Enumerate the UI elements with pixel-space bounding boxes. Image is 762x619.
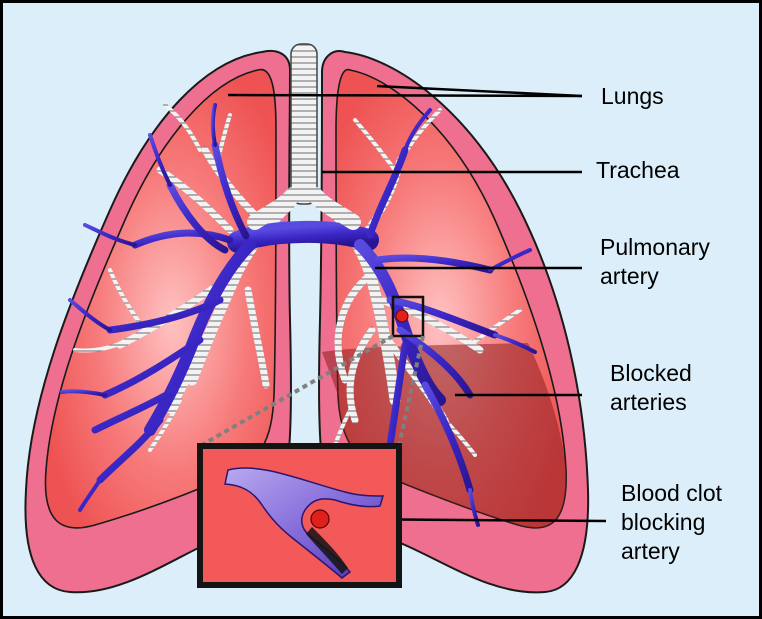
inset-blood-clot	[311, 510, 329, 528]
label-clot-line-3: artery	[621, 537, 722, 566]
label-trachea: Trachea	[596, 156, 680, 185]
label-blocked-line-1: Blocked	[610, 359, 692, 388]
inset-zoom	[200, 446, 399, 585]
label-clot-line-1: Blood clot	[621, 479, 722, 508]
label-pulmonary-artery: Pulmonary artery	[600, 233, 710, 291]
label-blocked-arteries: Blocked arteries	[610, 359, 692, 417]
label-blocked-line-2: arteries	[610, 388, 692, 417]
label-blood-clot: Blood clot blocking artery	[621, 479, 722, 566]
label-pulmonary-line-2: artery	[600, 262, 710, 291]
label-pulmonary-line-1: Pulmonary	[600, 233, 710, 262]
label-trachea-text: Trachea	[596, 157, 680, 183]
label-lungs-text: Lungs	[601, 83, 664, 109]
label-lungs: Lungs	[601, 82, 664, 111]
label-clot-line-2: blocking	[621, 508, 722, 537]
blood-clot-marker	[396, 310, 408, 322]
